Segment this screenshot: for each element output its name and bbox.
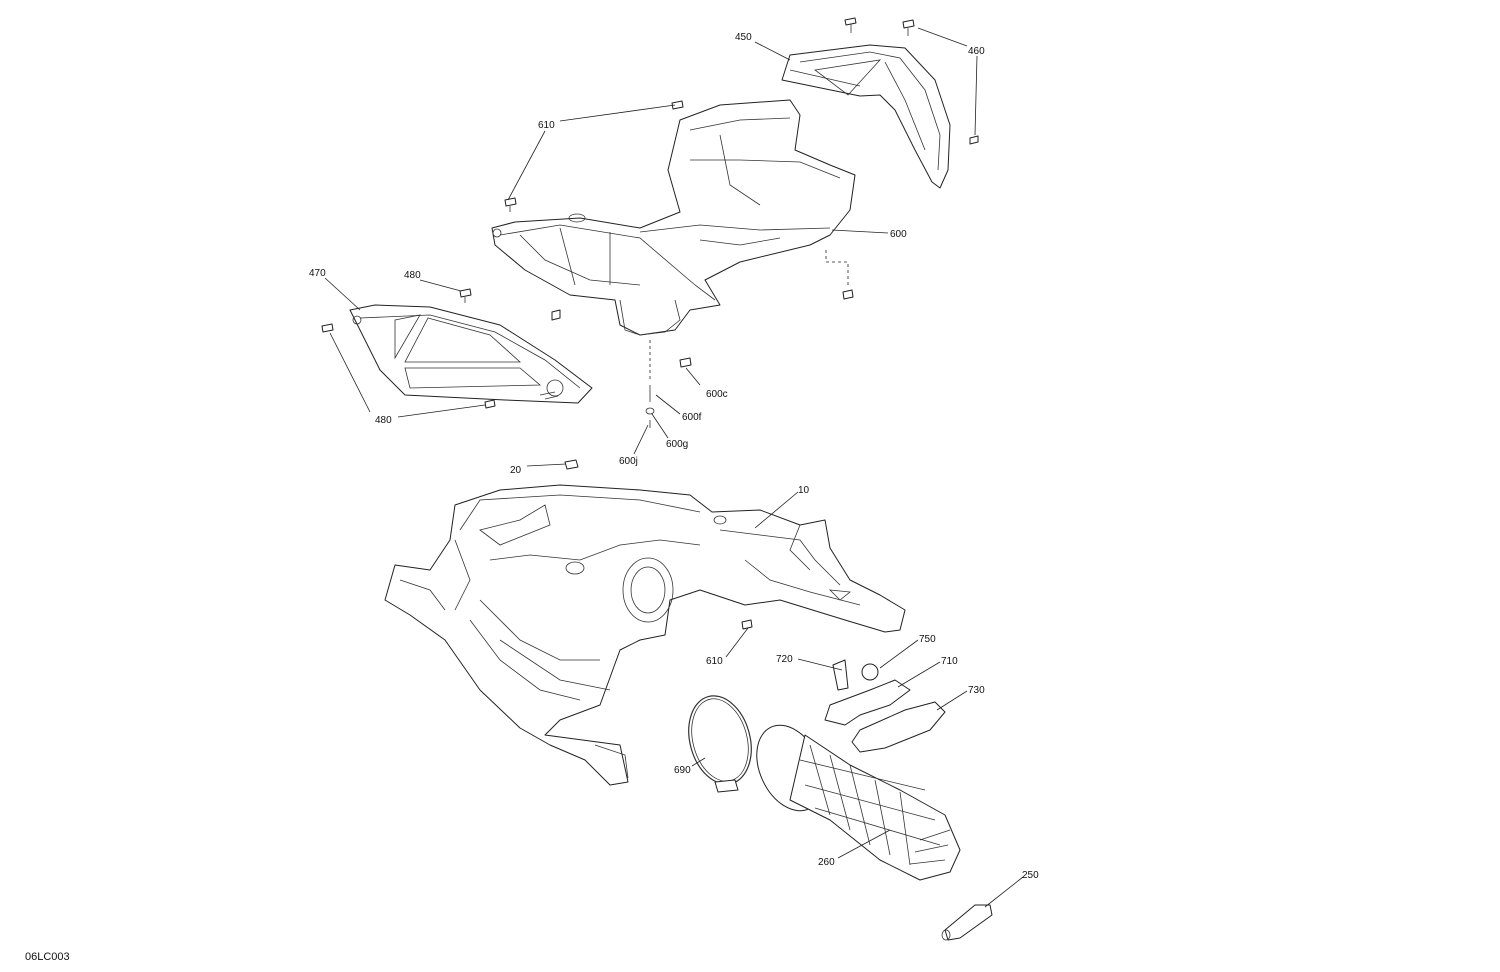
part-470-side-panel — [349, 304, 593, 404]
callout-600: 600 — [890, 229, 907, 240]
fasteners — [321, 17, 979, 630]
part-250-cap — [941, 904, 993, 941]
alignment-lines — [649, 250, 849, 380]
part-690-clamp — [688, 695, 752, 793]
callout-20: 20 — [510, 465, 522, 476]
part-710-hose — [824, 659, 946, 753]
leader-lines — [324, 27, 1024, 908]
callout-730: 730 — [968, 685, 985, 696]
callout-460: 460 — [968, 46, 985, 57]
callout-labels: 450 460 610 600 470 480 600c 600f 480 60… — [309, 32, 1039, 881]
part-450-cover — [781, 44, 951, 189]
part-10-airbox-base — [384, 484, 906, 786]
callout-600j: 600j — [619, 456, 638, 467]
callout-600g: 600g — [666, 439, 688, 450]
callout-250: 250 — [1022, 870, 1039, 881]
callout-480-top: 480 — [404, 270, 421, 281]
callout-750: 750 — [919, 634, 936, 645]
callout-610-bottom: 610 — [706, 656, 723, 667]
callout-10: 10 — [798, 485, 810, 496]
callout-470: 470 — [309, 268, 326, 279]
callout-260: 260 — [818, 857, 835, 868]
callout-690: 690 — [674, 765, 691, 776]
part-260-intake-duct — [756, 724, 961, 881]
callout-610-top: 610 — [538, 120, 555, 131]
callout-480-bottom: 480 — [375, 415, 392, 426]
callout-720: 720 — [776, 654, 793, 665]
callout-600c: 600c — [706, 389, 728, 400]
callout-450: 450 — [735, 32, 752, 43]
callout-600f: 600f — [682, 412, 702, 423]
diagram-code: 06LC003 — [25, 951, 70, 963]
part-600-upper-housing — [491, 99, 856, 336]
callout-710: 710 — [941, 656, 958, 667]
